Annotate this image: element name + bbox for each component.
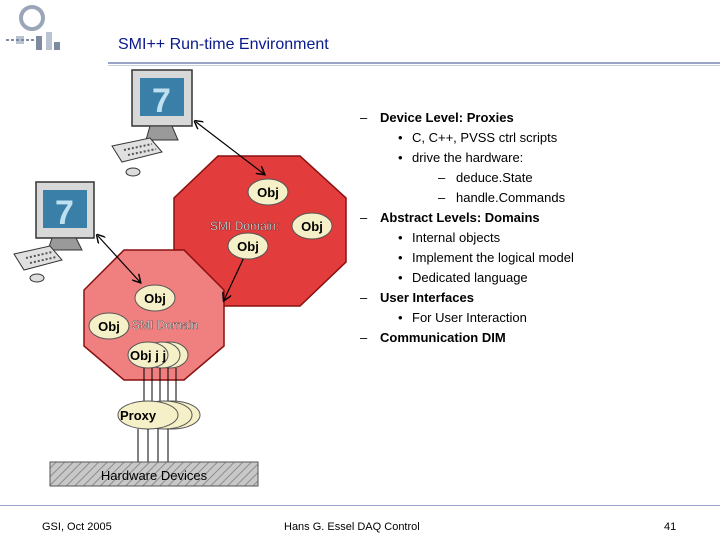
object-label: Obj bbox=[98, 319, 120, 334]
proxy-links bbox=[143, 368, 177, 402]
connection-arrow bbox=[196, 122, 264, 174]
bullet-marker: • bbox=[398, 310, 403, 325]
bullet-text: handle.Commands bbox=[456, 190, 566, 205]
bullet-text: User Interfaces bbox=[380, 290, 474, 305]
object-bubble: Obj bbox=[227, 232, 269, 260]
object-bubble-stack: Obj j j bbox=[127, 341, 189, 369]
title-bar: SMI++ Run-time Environment bbox=[0, 0, 720, 66]
proxy-stack: Proxy bbox=[117, 400, 201, 430]
bullet-marker: – bbox=[360, 110, 368, 125]
bullet-marker: • bbox=[398, 130, 403, 145]
bullet-marker: • bbox=[398, 270, 403, 285]
title-divider-secondary bbox=[108, 65, 720, 66]
title-divider bbox=[108, 62, 720, 64]
bullet-text: Communication DIM bbox=[380, 330, 506, 345]
bullet-text: Internal objects bbox=[412, 230, 501, 245]
hardware-label: Hardware Devices bbox=[101, 468, 208, 483]
smi-domain-top bbox=[173, 155, 347, 307]
object-label: Obj bbox=[301, 219, 323, 234]
footer-divider bbox=[0, 505, 720, 506]
bullet-marker: • bbox=[398, 250, 403, 265]
gsi-logo-icon bbox=[6, 5, 60, 50]
slide-title: SMI++ Run-time Environment bbox=[118, 36, 329, 53]
bullet-marker: • bbox=[398, 230, 403, 245]
bullet-marker: – bbox=[438, 170, 446, 185]
domain-label: SMI Domain: bbox=[210, 219, 279, 233]
bullet-text: drive the hardware: bbox=[412, 150, 524, 165]
bullet-text: For User Interaction bbox=[412, 310, 527, 325]
proxy-label: Proxy bbox=[120, 408, 157, 423]
hardware-links bbox=[137, 429, 169, 462]
object-bubble: Obj bbox=[134, 284, 176, 312]
connection-arrow bbox=[98, 236, 140, 282]
bullet-marker: – bbox=[438, 190, 446, 205]
bullet-marker: – bbox=[360, 210, 368, 225]
footer-author: Hans G. Essel DAQ Control bbox=[284, 521, 420, 533]
hardware-devices-box: Hardware Devices bbox=[49, 461, 259, 487]
workstation-icon: 7 bbox=[13, 181, 95, 283]
bullet-marker: – bbox=[360, 330, 368, 345]
object-label: Obj bbox=[237, 239, 259, 254]
bullet-text: deduce.State bbox=[456, 170, 533, 185]
architecture-diagram: 7 7 Obj SMI Domain: Obj Obj Obj bbox=[13, 69, 347, 487]
svg-text:7: 7 bbox=[55, 194, 74, 232]
bullet-text: C, C++, PVSS ctrl scripts bbox=[412, 130, 558, 145]
bullet-text: Implement the logical model bbox=[412, 250, 574, 265]
bullet-text: Dedicated language bbox=[412, 270, 528, 285]
object-label: Obj j j bbox=[130, 348, 166, 363]
object-bubble: Obj bbox=[291, 212, 333, 240]
bullet-text: Abstract Levels: Domains bbox=[380, 210, 540, 225]
workstation-icon: 7 bbox=[111, 69, 193, 177]
bullet-marker: • bbox=[398, 150, 403, 165]
bullet-marker: – bbox=[360, 290, 368, 305]
object-bubble: Obj bbox=[247, 178, 289, 206]
object-bubble: Obj bbox=[88, 312, 130, 340]
page-number: 41 bbox=[664, 521, 677, 533]
footer-venue-date: GSI, Oct 2005 bbox=[42, 521, 112, 533]
object-label: Obj bbox=[257, 185, 279, 200]
domain-label: SMI Domain bbox=[132, 318, 198, 332]
svg-text:7: 7 bbox=[152, 82, 171, 120]
object-label: Obj bbox=[144, 291, 166, 306]
bullet-text: Device Level: Proxies bbox=[380, 110, 514, 125]
